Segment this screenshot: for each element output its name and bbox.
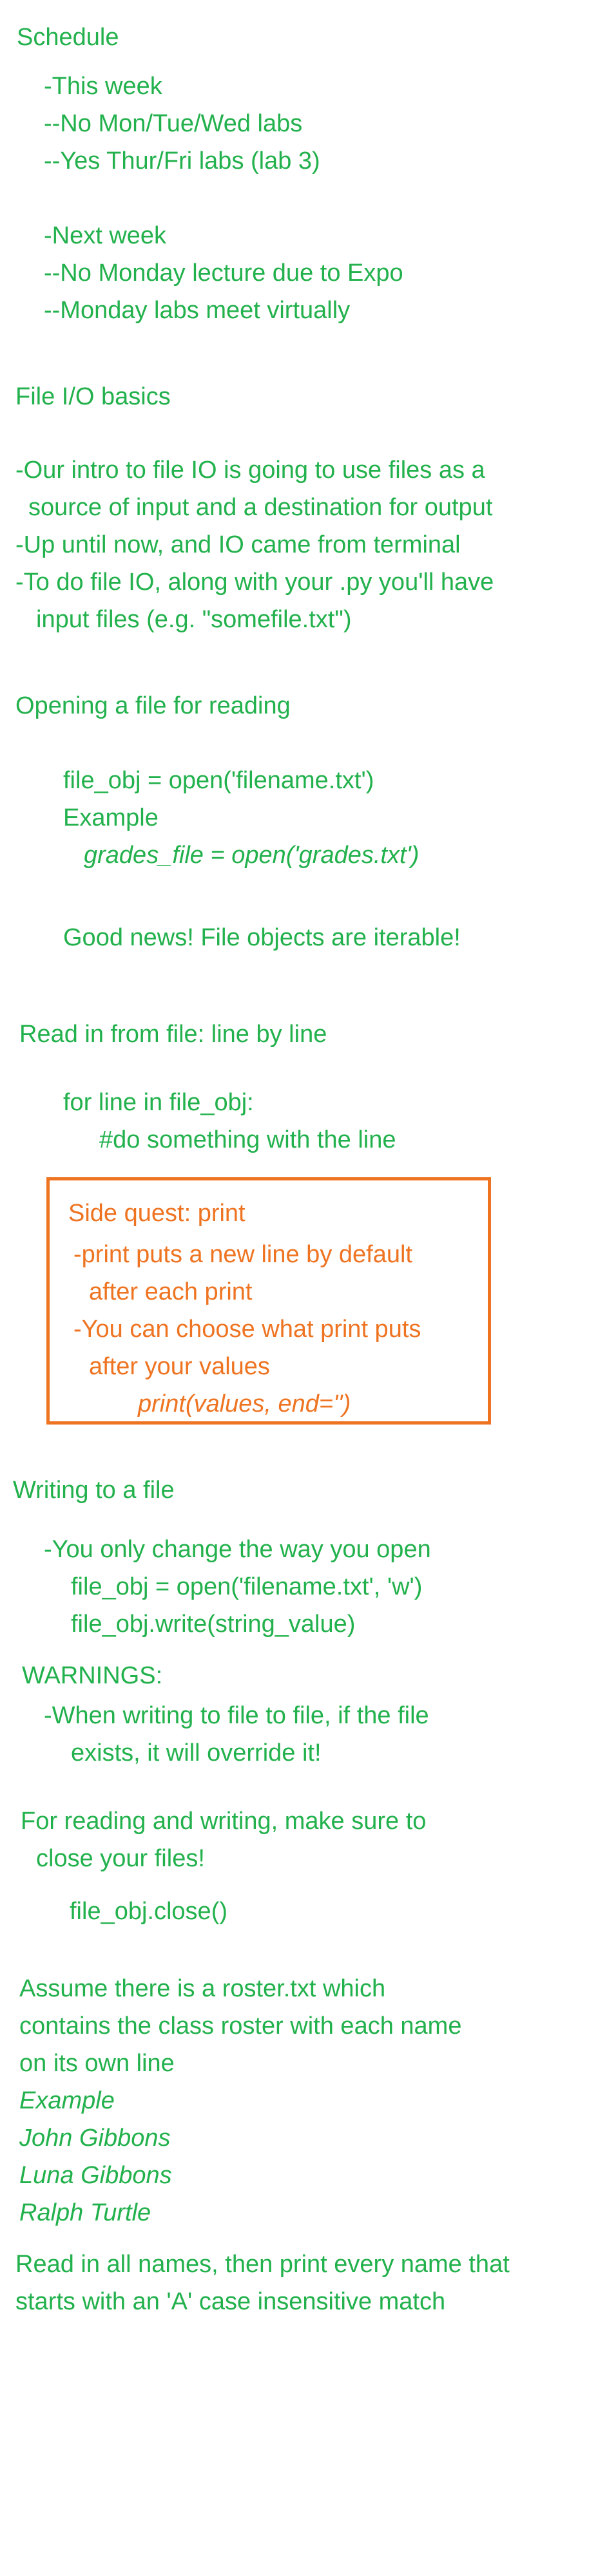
this-week-note-2: --Yes Thur/Fri labs (lab 3): [44, 147, 320, 175]
write-open-code: file_obj = open('filename.txt', 'w'): [71, 1573, 423, 1600]
warnings-heading: WARNINGS:: [22, 1662, 163, 1689]
task-line-1: Read in all names, then print every name…: [15, 2251, 510, 2278]
roster-name: John Gibbons: [19, 2125, 171, 2152]
loop-comment-code: #do something with the line: [99, 1126, 396, 1153]
file-io-bullet-1-line-2: source of input and a destination for ou…: [28, 494, 493, 521]
side-quest-box: [46, 1177, 491, 1425]
opening-example-label: Example: [63, 804, 159, 831]
next-week-item: -Next week: [44, 222, 167, 249]
warnings-line-2: exists, it will override it!: [71, 1739, 322, 1766]
side-quest-line-4: after your values: [89, 1353, 270, 1380]
this-week-item: -This week: [44, 73, 162, 100]
writing-line-1: -You only change the way you open: [44, 1536, 431, 1563]
next-week-note-2: --Monday labs meet virtually: [44, 297, 351, 324]
side-quest-heading: Side quest: print: [68, 1200, 246, 1227]
opening-example-code: grades_file = open('grades.txt'): [84, 842, 420, 869]
task-line-2: starts with an 'A' case insensitive matc…: [15, 2288, 446, 2315]
roster-name: Luna Gibbons: [19, 2162, 172, 2189]
roster-line-2: contains the class roster with each name: [19, 2012, 462, 2040]
opening-heading: Opening a file for reading: [15, 692, 291, 719]
file-io-bullet-3-line-1: -To do file IO, along with your .py you'…: [15, 569, 494, 596]
roster-line-3: on its own line: [19, 2050, 175, 2077]
roster-name: Ralph Turtle: [19, 2199, 151, 2226]
roster-line-1: Assume there is a roster.txt which: [19, 1975, 386, 2002]
side-quest-line-3: -You can choose what print puts: [73, 1316, 421, 1343]
close-code: file_obj.close(): [70, 1898, 227, 1925]
file-io-bullet-1-line-1: -Our intro to file IO is going to use fi…: [15, 457, 485, 484]
file-io-bullet-2: -Up until now, and IO came from terminal: [15, 531, 461, 558]
writing-heading: Writing to a file: [13, 1477, 175, 1504]
write-call-code: file_obj.write(string_value): [71, 1611, 356, 1638]
schedule-heading: Schedule: [17, 24, 119, 51]
closing-line-1: For reading and writing, make sure to: [21, 1808, 427, 1835]
file-io-heading: File I/O basics: [15, 383, 171, 410]
iterable-note: Good news! File objects are iterable!: [63, 924, 461, 951]
warnings-line-1: -When writing to file to file, if the fi…: [44, 1702, 429, 1729]
side-quest-code: print(values, end=''): [138, 1390, 351, 1417]
this-week-note-1: --No Mon/Tue/Wed labs: [44, 110, 303, 137]
roster-example-label: Example: [19, 2087, 115, 2114]
file-io-bullet-3-line-2: input files (e.g. "somefile.txt"): [36, 606, 352, 633]
next-week-note-1: --No Monday lecture due to Expo: [44, 260, 403, 287]
side-quest-line-2: after each print: [89, 1278, 253, 1305]
read-lines-heading: Read in from file: line by line: [19, 1021, 327, 1048]
for-loop-code: for line in file_obj:: [63, 1089, 254, 1116]
side-quest-line-1: -print puts a new line by default: [73, 1241, 412, 1268]
closing-line-2: close your files!: [36, 1845, 205, 1872]
open-code: file_obj = open('filename.txt'): [63, 767, 374, 794]
